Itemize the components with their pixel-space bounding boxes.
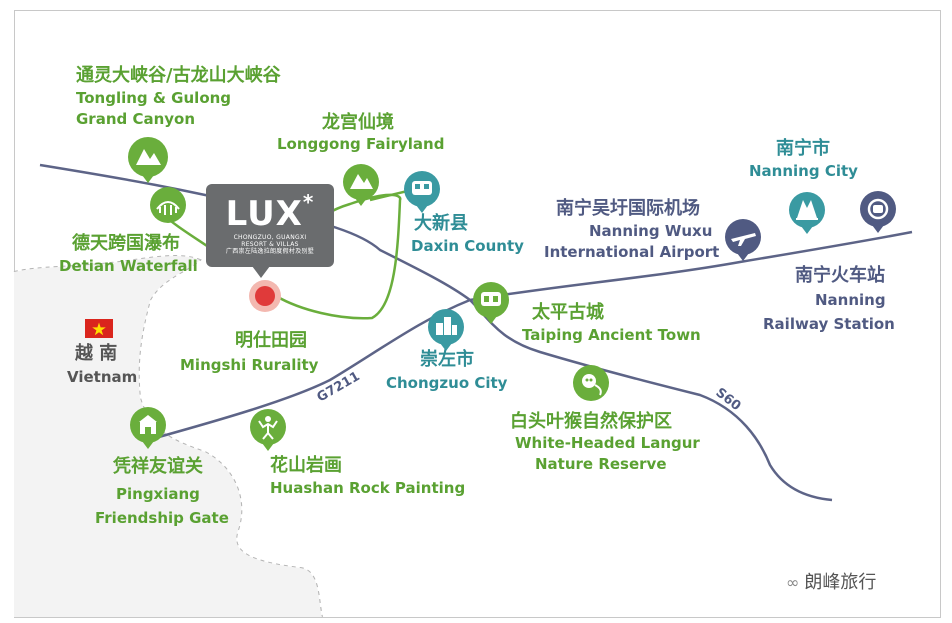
resort-chinese-name: 广西崇左陆逸拉朗度假村及别墅	[225, 248, 315, 255]
rock-painting-icon[interactable]	[250, 409, 286, 451]
longgong-zh: 龙宫仙境	[322, 112, 394, 133]
mountain-icon[interactable]	[343, 164, 379, 206]
airport-en2: International Airport	[544, 243, 720, 261]
nanning-en: Nanning City	[749, 162, 858, 180]
daxin-en: Daxin County	[411, 237, 524, 255]
detian-zh: 德天跨国瀑布	[72, 233, 180, 254]
city-buildings-icon[interactable]	[428, 309, 464, 351]
taiping-zh: 太平古城	[532, 302, 604, 323]
mingshi-zh: 明仕田园	[235, 330, 307, 351]
taiping-en: Taiping Ancient Town	[522, 326, 701, 344]
vietnam-en: Vietnam	[67, 368, 138, 386]
resort-logo: LUX*	[225, 190, 315, 234]
railway-en1: Nanning	[815, 291, 886, 309]
scenic-route	[275, 193, 402, 320]
wechat-icon: ∞	[786, 573, 805, 592]
resort-callout[interactable]: LUX* CHONGZUO, GUANGXI RESORT & VILLAS 广…	[206, 184, 334, 267]
langur-zh: 白头叶猴自然保护区	[510, 411, 672, 432]
landmark-icon[interactable]	[789, 192, 825, 234]
gate-icon[interactable]	[473, 282, 509, 324]
chongzuo-en: Chongzuo City	[386, 374, 508, 392]
tongling-en2: Grand Canyon	[76, 110, 196, 128]
langur-en2: Nature Reserve	[535, 455, 667, 473]
nanning-zh: 南宁市	[776, 138, 830, 159]
railway-en2: Railway Station	[763, 315, 895, 333]
airplane-icon[interactable]	[725, 219, 761, 261]
pingxiang-en1: Pingxiang	[116, 485, 200, 503]
vietnam-region	[14, 256, 322, 617]
train-icon[interactable]	[860, 191, 896, 233]
detian-en: Detian Waterfall	[59, 257, 198, 275]
tram-icon[interactable]	[404, 171, 440, 213]
langur-en1: White-Headed Langur	[515, 434, 700, 452]
resort-callout-pointer	[252, 266, 270, 278]
airport-zh: 南宁吴圩国际机场	[556, 198, 700, 219]
tongling-en1: Tongling & Gulong	[76, 89, 232, 107]
pingxiang-en2: Friendship Gate	[95, 509, 229, 527]
tongling-zh: 通灵大峡谷/古龙山大峡谷	[76, 65, 281, 86]
railway-zh: 南宁火车站	[795, 265, 885, 286]
huashan-en: Huashan Rock Painting	[270, 479, 466, 497]
mingshi-en: Mingshi Rurality	[180, 356, 319, 374]
mountain-icon[interactable]	[128, 137, 168, 183]
pingxiang-zh: 凭祥友谊关	[113, 456, 203, 477]
resort-location: CHONGZUO, GUANGXI	[233, 234, 307, 241]
airport-en1: Nanning Wuxu	[589, 222, 713, 240]
watermark-text: 朗峰旅行	[804, 572, 877, 593]
huashan-zh: 花山岩画	[270, 455, 342, 476]
longgong-en: Longgong Fairyland	[277, 135, 445, 153]
resort-marker[interactable]	[255, 286, 275, 306]
waterfall-icon[interactable]	[150, 187, 186, 223]
daxin-zh: 大新县	[414, 213, 468, 234]
gate-tower-icon[interactable]	[130, 407, 166, 449]
vietnam-flag-icon	[85, 319, 113, 338]
vietnam-zh: 越 南	[75, 343, 118, 364]
monkey-icon[interactable]	[573, 365, 609, 401]
chongzuo-zh: 崇左市	[420, 349, 474, 370]
resort-type: RESORT & VILLAS	[241, 241, 299, 248]
watermark: ∞ 朗峰旅行	[786, 568, 876, 594]
